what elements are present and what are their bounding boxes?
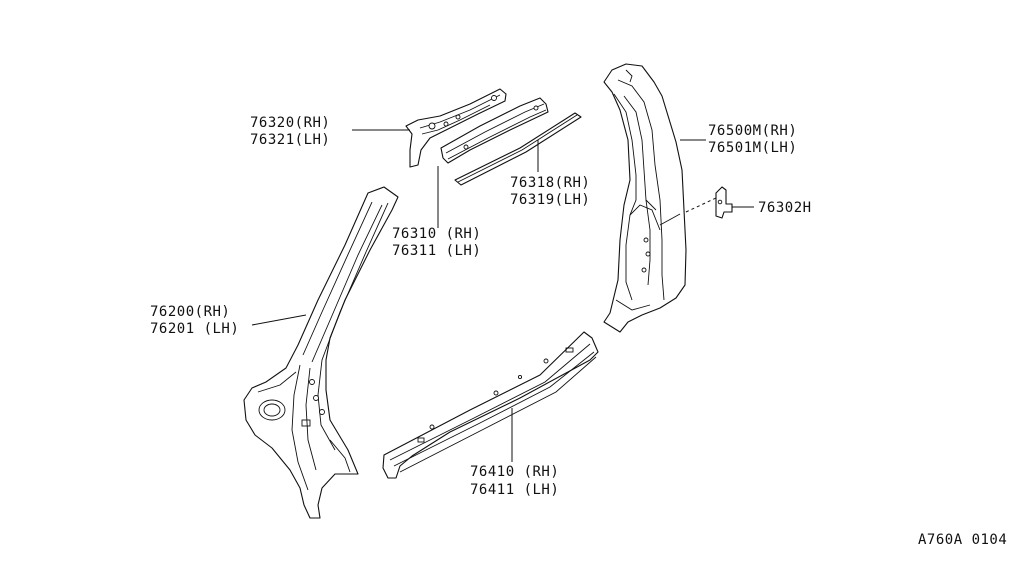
roof-rail-inner-part xyxy=(440,97,549,164)
label-76318: 76318(RH) xyxy=(510,175,590,191)
center-pillar-part xyxy=(603,63,687,333)
label-76410: 76410 (RH) xyxy=(470,464,559,480)
diagram-reference-code: A760A 0104 xyxy=(918,532,1007,548)
front-pillar-part xyxy=(243,186,399,519)
label-76200: 76200(RH) xyxy=(150,304,230,320)
label-76501m: 76501M(LH) xyxy=(708,140,797,156)
roof-rail-bracket-part xyxy=(405,88,507,168)
label-76319: 76319(LH) xyxy=(510,192,590,208)
label-76411: 76411 (LH) xyxy=(470,482,559,498)
small-bracket-part xyxy=(715,186,733,219)
label-76201: 76201 (LH) xyxy=(150,321,239,337)
label-76321: 76321(LH) xyxy=(250,132,330,148)
label-76302h: 76302H xyxy=(758,200,812,216)
label-76320: 76320(RH) xyxy=(250,115,330,131)
roof-rail-strip-part xyxy=(454,112,582,186)
sill-rocker-part xyxy=(382,331,599,479)
label-76311: 76311 (LH) xyxy=(392,243,481,259)
label-76500m: 76500M(RH) xyxy=(708,123,797,139)
label-76310: 76310 (RH) xyxy=(392,226,481,242)
